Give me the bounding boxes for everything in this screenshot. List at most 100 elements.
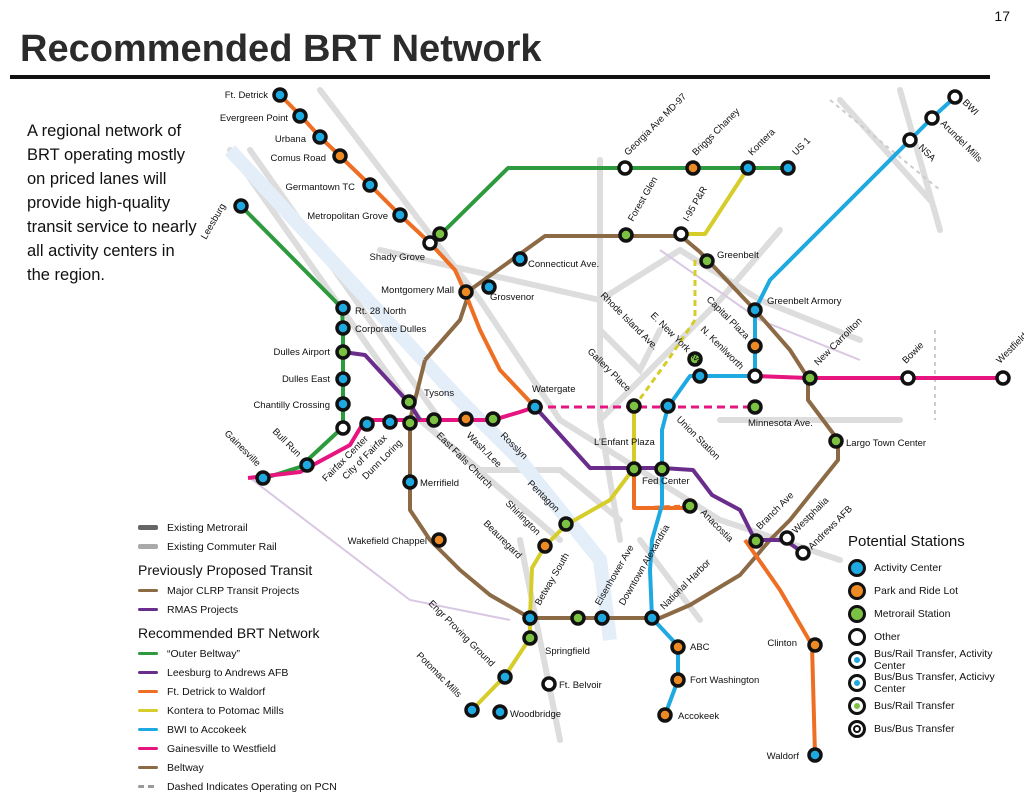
label-union-station: Union Station bbox=[674, 414, 722, 462]
legend-clrp-projects: Major CLRP Transit Projects bbox=[138, 581, 378, 600]
legend-metrorail-station: Metrorail Station bbox=[848, 602, 1024, 625]
legend-outer-beltway: “Outer Beltway” bbox=[138, 644, 378, 663]
label-connecticut-ave: Connecticut Ave. bbox=[528, 259, 599, 270]
label-rt28-north: Rt. 28 North bbox=[355, 306, 406, 317]
label-ft-detrick: Ft. Detrick bbox=[225, 90, 269, 101]
clrp-swatch bbox=[138, 589, 158, 592]
label-bowie: Bowie bbox=[900, 340, 926, 366]
commuter-rail-lines bbox=[249, 249, 861, 621]
legend-activity-center: Activity Center bbox=[848, 556, 1024, 579]
legend-rmas-projects: RMAS Projects bbox=[138, 600, 378, 619]
label-leesburg: Leesburg bbox=[199, 202, 228, 242]
leesburg-andrews-swatch bbox=[138, 671, 158, 674]
metrorail-swatch bbox=[138, 525, 158, 530]
label-waldorf: Waldorf bbox=[767, 751, 800, 762]
gainesville-westfield-swatch bbox=[138, 747, 158, 750]
label-greenbelt: Greenbelt bbox=[717, 250, 759, 261]
label-merrifield: Merrifield bbox=[420, 478, 459, 489]
label-chantilly-crossing: Chantilly Crossing bbox=[253, 400, 330, 411]
commuter-rail-swatch bbox=[138, 544, 158, 549]
label-metropolitan-grove: Metropolitan Grove bbox=[307, 211, 388, 222]
label-gainesville: Gainesville bbox=[222, 428, 263, 469]
legend-recommended-heading: Recommended BRT Network bbox=[138, 625, 320, 641]
detrick-waldorf-swatch bbox=[138, 690, 158, 693]
potential-stations-legend: Potential Stations Activity Center Park … bbox=[848, 533, 1024, 740]
legend-bus-rail-activity: Bus/Rail Transfer, Activity Center bbox=[848, 648, 1024, 672]
bwi-accokeek-line bbox=[648, 95, 957, 716]
label-greenbelt-armory: Greenbelt Armory bbox=[767, 296, 842, 307]
detrick-waldorf-dashed bbox=[632, 468, 689, 510]
legend-existing-metrorail: Existing Metrorail bbox=[138, 518, 378, 537]
rmas-swatch bbox=[138, 608, 158, 611]
legend-kontera-potomac: Kontera to Potomac Mills bbox=[138, 701, 378, 720]
label-wakefield-chappel: Wakefield Chappel bbox=[348, 536, 427, 547]
legend-dashed-note: Dashed Indicates Operating on PCN bbox=[138, 777, 378, 796]
label-i95-pr: I-95 P&R bbox=[681, 185, 710, 224]
brt-network-map: Ft. Detrick Evergreen Point Urbana Comus… bbox=[199, 87, 1024, 763]
label-branch-ave: Branch Ave bbox=[754, 490, 796, 532]
label-largo-town-center: Largo Town Center bbox=[846, 438, 926, 449]
label-potomac-mills: Potomac Mills bbox=[414, 650, 464, 700]
potential-stations-heading: Potential Stations bbox=[848, 533, 965, 550]
label-westfield: Westfield bbox=[994, 331, 1024, 366]
title-rule bbox=[10, 75, 990, 79]
label-clinton: Clinton bbox=[767, 638, 797, 649]
legend-existing-commuter-rail: Existing Commuter Rail bbox=[138, 537, 378, 556]
legend-detrick-waldorf: Ft. Detrick to Waldorf bbox=[138, 682, 378, 701]
label-us1: US 1 bbox=[790, 135, 813, 158]
legend-gainesville-westfield: Gainesville to Westfield bbox=[138, 739, 378, 758]
label-briggs-chaney: Briggs Chaney bbox=[690, 106, 742, 158]
label-minnesota-ave: Minnesota Ave. bbox=[748, 418, 813, 429]
other-station-icon bbox=[848, 627, 866, 646]
legend-bus-bus-activity: Bus/Bus Transfer, Acticivy Center bbox=[848, 671, 1024, 695]
legend-previously-proposed-heading: Previously Proposed Transit bbox=[138, 562, 313, 578]
label-shady-grove: Shady Grove bbox=[370, 252, 425, 263]
label-dulles-east: Dulles East bbox=[282, 374, 330, 385]
bus-rail-icon bbox=[848, 696, 866, 715]
legend-bus-rail: Bus/Rail Transfer bbox=[848, 694, 1024, 717]
kontera-potomac-swatch bbox=[138, 709, 158, 712]
label-lenfant-plaza: L’Enfant Plaza bbox=[594, 437, 655, 448]
activity-center-icon bbox=[848, 558, 866, 577]
station-markers bbox=[233, 87, 1011, 763]
label-arundel-mills: Arundel Mills bbox=[938, 118, 984, 164]
legend-bus-bus: Bus/Bus Transfer bbox=[848, 717, 1024, 740]
label-accokeek: Accokeek bbox=[678, 711, 719, 722]
line-legend: Existing Metrorail Existing Commuter Rai… bbox=[138, 518, 378, 796]
label-forest-glen: Forest Glen bbox=[626, 175, 660, 223]
label-dulles-airport: Dulles Airport bbox=[274, 347, 331, 358]
dashed-swatch bbox=[138, 785, 158, 788]
legend-park-and-ride: Park and Ride Lot bbox=[848, 579, 1024, 602]
label-bwi: BWI bbox=[960, 97, 980, 117]
slide-title: Recommended BRT Network bbox=[20, 28, 542, 70]
bus-bus-activity-icon bbox=[848, 673, 866, 692]
label-woodbridge: Woodbridge bbox=[510, 709, 561, 720]
label-bull-run: Bull Run bbox=[270, 426, 303, 459]
label-urbana: Urbana bbox=[275, 134, 307, 145]
label-engr-proving-ground: Engr Proving Ground bbox=[426, 598, 497, 669]
label-watergate: Watergate bbox=[532, 384, 575, 395]
label-fort-washington: Fort Washington bbox=[690, 675, 759, 686]
label-abc: ABC bbox=[690, 642, 710, 653]
label-ft-belvoir: Ft. Belvoir bbox=[559, 680, 602, 691]
page-number: 17 bbox=[994, 8, 1010, 24]
beltway-line bbox=[408, 234, 840, 620]
label-grosvenor: Grosvenor bbox=[490, 292, 534, 303]
label-fed-center: Fed Center bbox=[642, 476, 690, 487]
label-corporate-dulles: Corporate Dulles bbox=[355, 324, 427, 335]
metrorail-station-icon bbox=[848, 604, 866, 623]
metrorail-dashed-line bbox=[829, 99, 941, 420]
label-tysons: Tysons bbox=[424, 388, 454, 399]
label-springfield: Springfield bbox=[545, 646, 590, 657]
bwi-accokeek-swatch bbox=[138, 728, 158, 731]
legend-leesburg-andrews: Leesburg to Andrews AFB bbox=[138, 663, 378, 682]
label-comus-road: Comus Road bbox=[271, 153, 326, 164]
legend-other: Other bbox=[848, 625, 1024, 648]
label-germantown-tc: Germantown TC bbox=[285, 182, 355, 193]
legend-bwi-accokeek: BWI to Accokeek bbox=[138, 720, 378, 739]
potomac-river bbox=[224, 145, 617, 641]
intro-text: A regional network of BRT operating most… bbox=[27, 122, 197, 284]
leesburg-andrews-line bbox=[342, 350, 804, 554]
park-and-ride-icon bbox=[848, 581, 866, 600]
outer-beltway-swatch bbox=[138, 652, 158, 655]
